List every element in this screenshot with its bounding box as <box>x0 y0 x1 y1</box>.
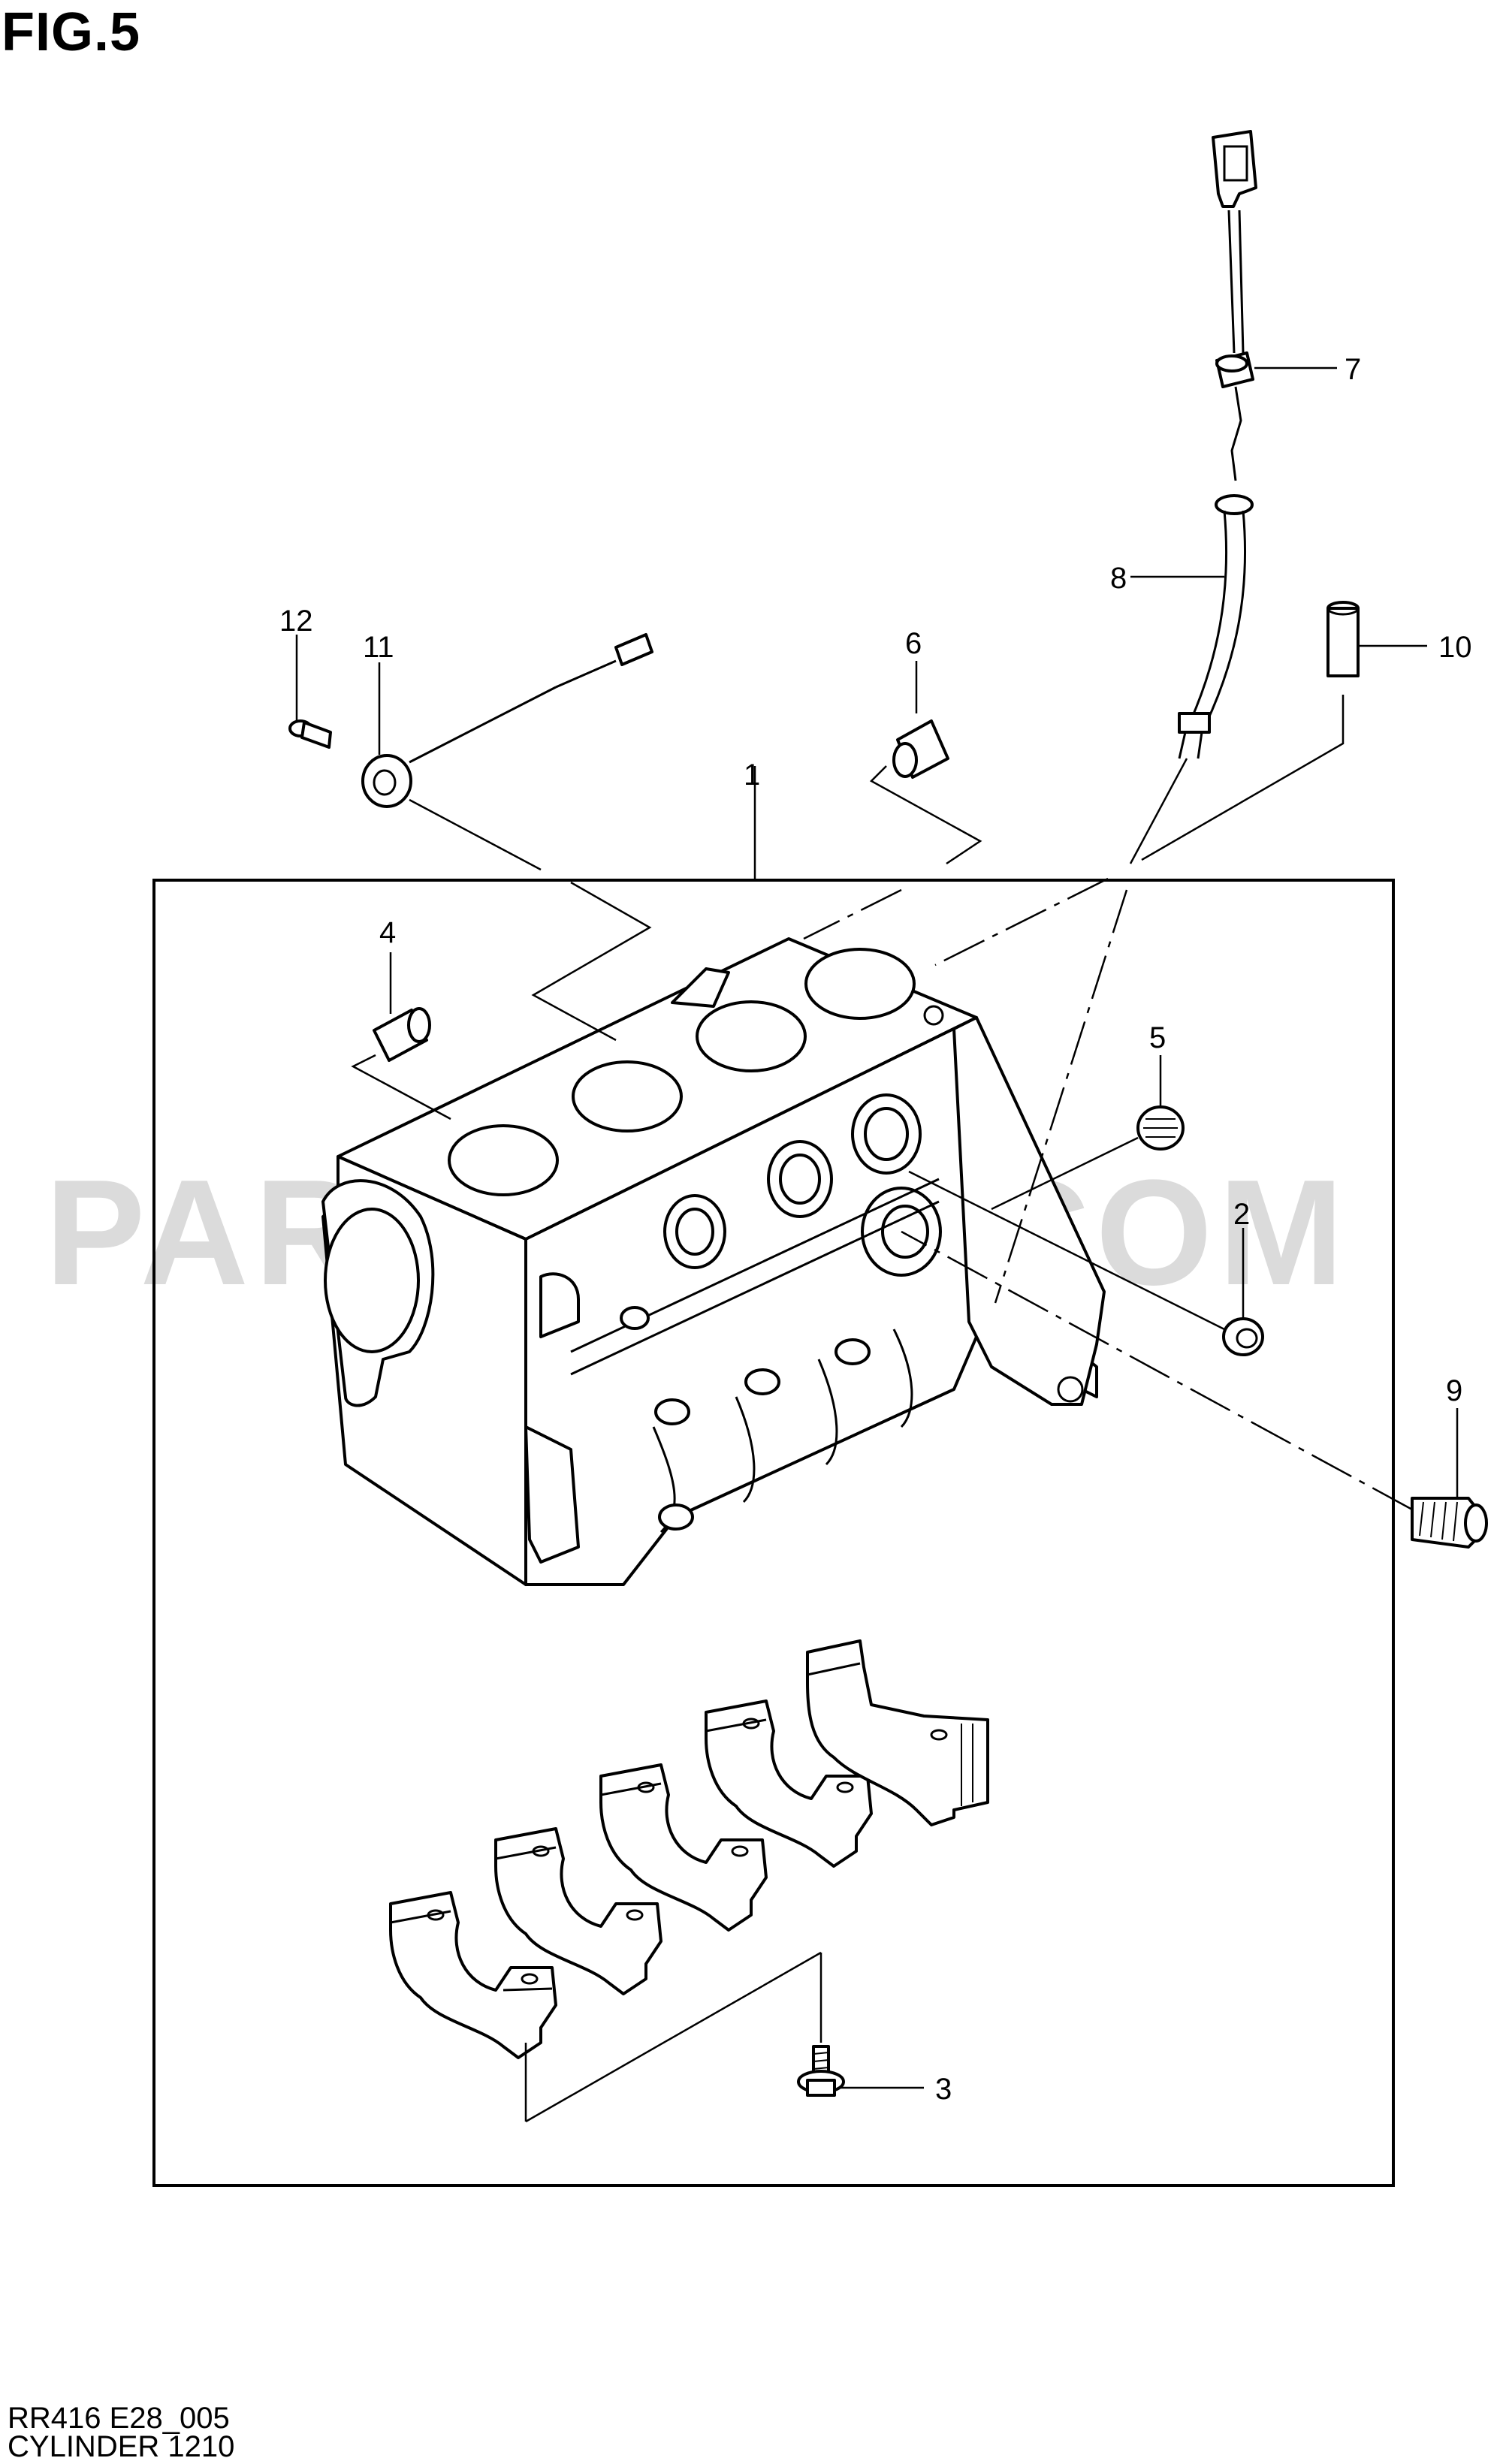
oil-gallery-plug[interactable] <box>373 1007 431 1062</box>
callout-3: 3 <box>935 2073 952 2106</box>
leader-lines <box>295 366 1459 2123</box>
cylinder-block[interactable] <box>321 937 1106 1586</box>
block-group-frame <box>152 879 1395 2187</box>
callout-9: 9 <box>1446 1374 1462 1407</box>
oil-plug-gasket[interactable] <box>1222 1317 1264 1356</box>
callout-7: 7 <box>1345 353 1361 386</box>
drain-plug[interactable] <box>1411 1497 1488 1549</box>
blind-plug[interactable] <box>1136 1105 1185 1151</box>
sensor-bolt[interactable] <box>288 719 332 749</box>
callout-5: 5 <box>1149 1021 1166 1054</box>
callout-12: 12 <box>279 605 313 638</box>
dowel-pin[interactable] <box>892 719 949 779</box>
callout-11: 11 <box>363 631 394 664</box>
diagram-code: RR416 E28_005 <box>8 2402 230 2435</box>
bearing-caps[interactable] <box>389 1639 989 2059</box>
callout-numbers: 1 2 3 4 5 6 7 8 9 10 11 12 <box>279 353 1472 2106</box>
knock-sensor[interactable] <box>361 633 653 808</box>
figure-title: FIG.5 <box>2 2 141 62</box>
bearing-cap-bolt[interactable] <box>797 2045 845 2097</box>
bearing-cap-1[interactable] <box>389 1891 557 2059</box>
oil-gauge-guide[interactable] <box>1178 494 1254 759</box>
diagram-name: CYLINDER 1210 <box>8 2430 235 2463</box>
callout-8: 8 <box>1110 562 1127 595</box>
bearing-cap-3[interactable] <box>599 1763 768 1932</box>
callout-10: 10 <box>1438 631 1472 664</box>
callout-4: 4 <box>379 916 396 949</box>
callout-6: 6 <box>905 627 922 660</box>
bearing-cap-4[interactable] <box>705 1699 873 1868</box>
callout-2: 2 <box>1233 1198 1250 1231</box>
bearing-cap-5[interactable] <box>806 1639 989 1826</box>
callout-1: 1 <box>744 759 760 792</box>
bearing-cap-2[interactable] <box>494 1827 662 1995</box>
knock-pin[interactable] <box>1326 601 1360 677</box>
oil-level-gauge[interactable] <box>1212 130 1257 481</box>
